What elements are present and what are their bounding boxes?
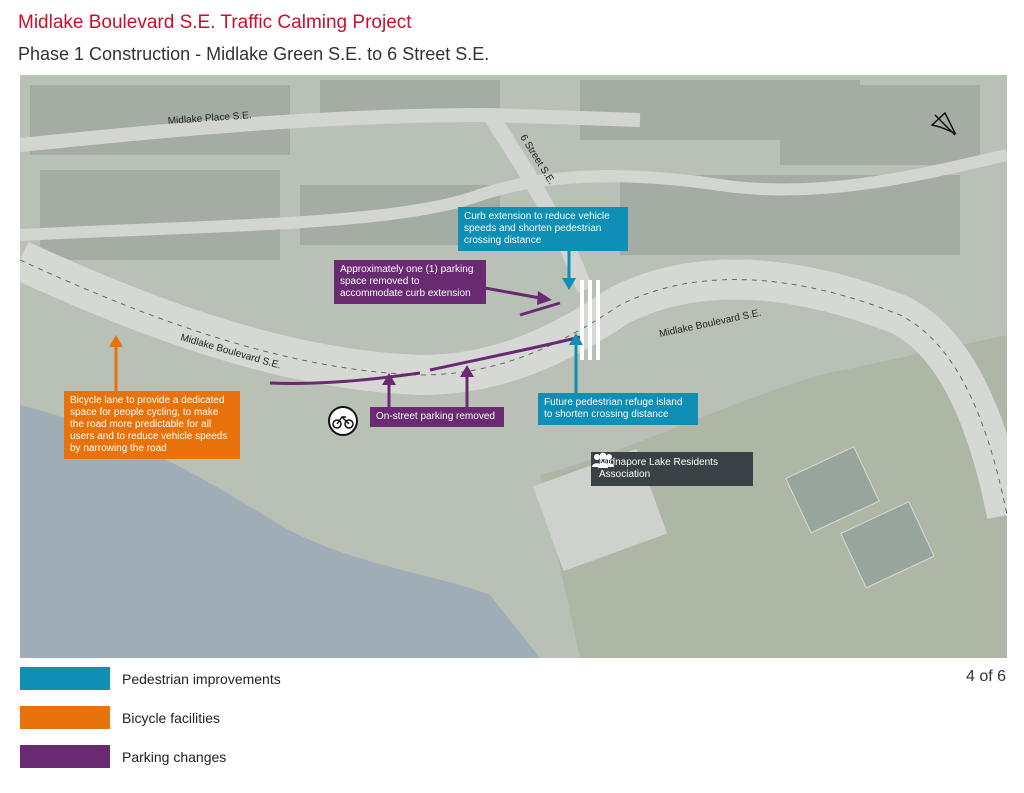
aerial-map[interactable]: Midlake Place S.E. 6 Street S.E. Midlake…	[20, 75, 1007, 658]
page-number: 4 of 6	[965, 668, 1006, 685]
midlake-place-road	[20, 107, 641, 152]
parking-removed-line-1	[429, 335, 581, 372]
bicycle-symbol-icon	[328, 406, 358, 436]
parking-removed-line-2	[519, 301, 561, 317]
tennis-courts	[785, 446, 935, 589]
callout-arrows	[109, 250, 583, 407]
boulevard-centerline	[20, 259, 1007, 516]
callout-on-street-parking: On-street parking removed	[370, 407, 504, 427]
park-area	[540, 335, 1007, 658]
legend-swatch-bicycle	[20, 706, 110, 729]
legend-item-bicycle: Bicycle facilities	[20, 706, 220, 729]
callout-bicycle-lane: Bicycle lane to provide a dedicated spac…	[64, 391, 240, 459]
legend-label-bicycle: Bicycle facilities	[122, 709, 221, 726]
page-title: Midlake Boulevard S.E. Traffic Calming P…	[18, 12, 412, 33]
legend-label-parking: Parking changes	[122, 748, 227, 765]
callout-parking-removed-one: Approximately one (1) parking space remo…	[334, 260, 486, 304]
callout-residents-association[interactable]: Midnapore Lake Residents Association	[591, 452, 753, 486]
upper-road	[20, 149, 1007, 241]
lake	[20, 405, 540, 658]
residents-association-label: Midnapore Lake Residents Association	[599, 457, 718, 480]
legend-item-pedestrian: Pedestrian improvements	[20, 667, 281, 690]
map-graphics: Midlake Place S.E. 6 Street S.E. Midlake…	[20, 75, 1007, 658]
crosswalk	[580, 280, 600, 360]
callout-refuge-island: Future pedestrian refuge island to short…	[538, 393, 698, 425]
legend-swatch-parking	[20, 745, 110, 768]
north-arrow-icon	[930, 111, 957, 136]
legend-swatch-pedestrian	[20, 667, 110, 690]
legend-label-pedestrian: Pedestrian improvements	[122, 670, 281, 687]
sixth-street-road	[483, 110, 593, 293]
legend-item-parking: Parking changes	[20, 745, 226, 768]
bicycle-lane-line	[269, 371, 421, 385]
callout-curb-extension: Curb extension to reduce vehicle speeds …	[458, 207, 628, 251]
people-group-icon	[592, 452, 614, 468]
page-subtitle: Phase 1 Construction - Midlake Green S.E…	[18, 44, 490, 64]
